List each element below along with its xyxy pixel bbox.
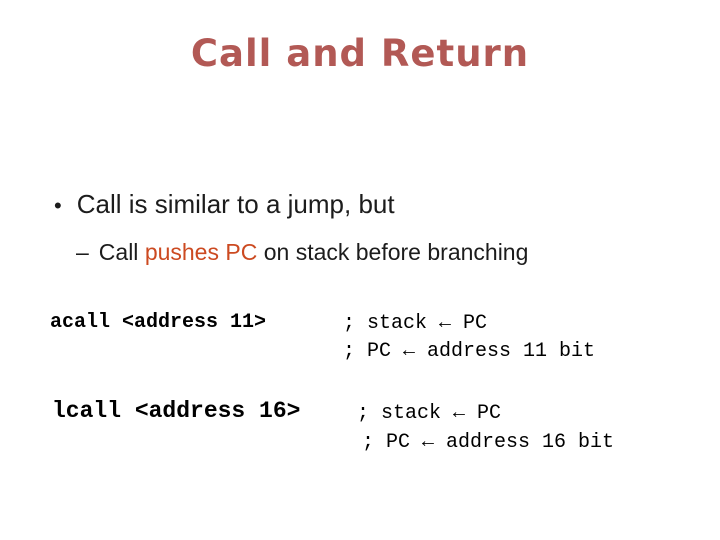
sub-bullet-prefix: Call — [98, 239, 145, 265]
slide-title: Call and Return — [190, 32, 530, 75]
lcall-instruction: lcall <address 16> — [52, 398, 301, 424]
lcall-comment-stack: ; stack ← PC — [357, 402, 502, 425]
acall-comment-pc: ; PC ← address 11 bit — [343, 340, 596, 363]
sub-bullet-suffix: on stack before branching — [257, 239, 529, 265]
bullet-item: • Call is similar to a jump, but — [54, 189, 395, 220]
sub-bullet-text: Call pushes PC on stack before branching — [99, 239, 529, 266]
sub-bullet-marker: – — [76, 239, 89, 265]
sub-bullet-highlight: pushes PC — [144, 239, 258, 265]
acall-comment-stack: ; stack ← PC — [343, 312, 488, 335]
sub-bullet-item: – Call pushes PC on stack before branchi… — [76, 239, 528, 266]
bullet-text: Call is similar to a jump, but — [76, 189, 395, 219]
bullet-marker: • — [54, 193, 62, 218]
acall-instruction: acall <address 11> — [50, 311, 267, 334]
lcall-comment-pc: ; PC ← address 16 bit — [362, 431, 615, 454]
